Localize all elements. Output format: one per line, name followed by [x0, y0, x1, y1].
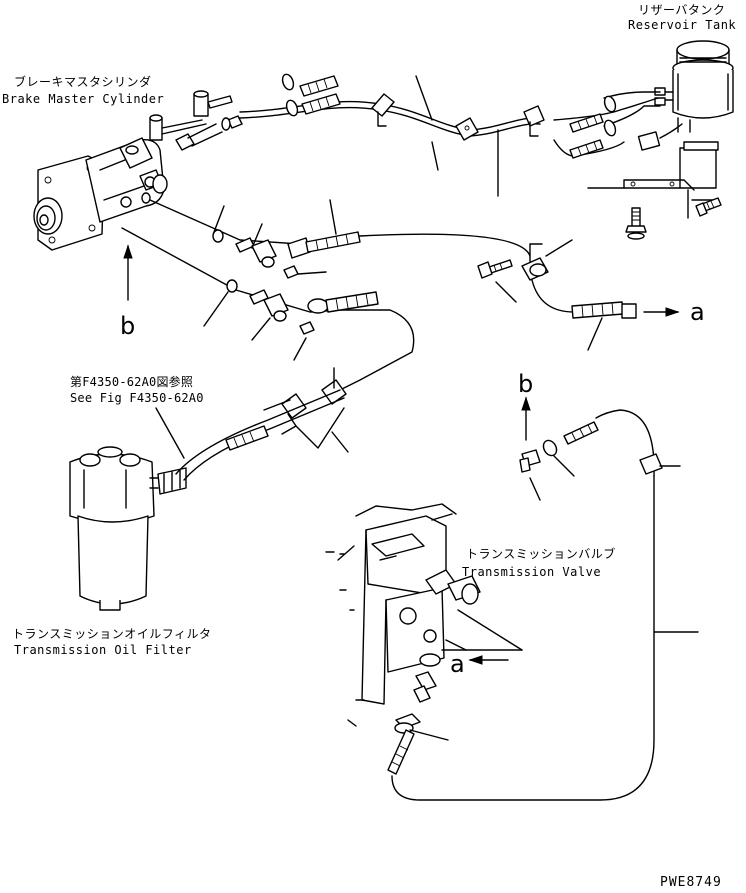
leader-elbow-lower [251, 317, 271, 341]
elbow-fitting-upper [235, 237, 277, 268]
brake-master-cylinder-label-jp: ブレーキマスタシリンダ [14, 75, 152, 89]
reservoir-tank-label-jp: リザーバタンク [638, 3, 726, 17]
ref-letter-a-valve: a [450, 650, 465, 678]
drawing-code: PWE8749 [660, 875, 722, 890]
reservoir-tank-label-en: Reservoir Tank [628, 18, 737, 32]
line-clip-3 [523, 105, 545, 137]
hose-assembly-lower [307, 291, 379, 314]
leader-o-ring-upper [213, 205, 225, 233]
plug-nut-lower [293, 321, 315, 361]
hose-segment-right-2 [569, 139, 604, 159]
hose-clamps [281, 73, 617, 137]
line-clip-1 [371, 93, 395, 127]
leader-elbow-upper [251, 223, 263, 249]
ref-letter-b-right: b [518, 370, 534, 398]
transmission-oil-filter [69, 446, 159, 611]
o-ring-upper [212, 229, 224, 243]
arrow-a-valve [468, 655, 509, 665]
reservoir-tank [637, 40, 734, 151]
leader-o-ring-lower [203, 291, 229, 327]
transmission-oil-filter-label-en: Transmission Oil Filter [14, 643, 192, 657]
brake-master-cylinder [33, 90, 243, 251]
leader-clip-lower-1 [263, 399, 291, 411]
hose-segment-right-1 [569, 113, 604, 133]
leader-valve-clamp [409, 729, 449, 741]
line-clamp-right [521, 239, 573, 281]
bracket-bolt-2 [695, 197, 722, 217]
hose-to-a [531, 279, 680, 351]
transmission-valve-label-jp: トランスミッションバルブ [466, 547, 616, 561]
leader-see-fig [155, 407, 185, 459]
master-cylinder-lines [121, 199, 531, 391]
return-hose [563, 421, 599, 445]
ref-letter-a-right: a [690, 298, 705, 326]
ref-letter-b-left: b [120, 312, 136, 340]
filter-inlet-line [157, 389, 345, 495]
arrow-b-up-right [521, 396, 531, 441]
line-clip-lower-1 [281, 393, 307, 435]
leader-clip-upper [415, 75, 433, 121]
transmission-valve-label-en: Transmission Valve [462, 565, 602, 579]
return-line [387, 409, 699, 801]
leader-valve-fitting [457, 609, 523, 651]
return-line-clip [639, 453, 681, 475]
arrow-b-up-left [123, 244, 133, 301]
hose-segment-upper-1 [299, 75, 339, 97]
bracket-bolt [625, 207, 647, 240]
o-ring-lower [226, 279, 238, 293]
hose-segment-upper-2 [301, 93, 341, 115]
reservoir-bracket [587, 141, 719, 219]
hose-assembly-upper [287, 199, 361, 259]
clip-bracket-brace [295, 407, 349, 453]
line-clip-2 [455, 117, 479, 141]
plug-nut-upper [283, 265, 327, 279]
leader-clip-lower [431, 141, 439, 171]
see-fig-label-en: See Fig F4350-62A0 [70, 391, 204, 405]
transmission-valve [325, 503, 481, 734]
elbow-fitting-lower [249, 289, 289, 322]
brake-master-cylinder-label-en: Brake Master Cylinder [2, 92, 165, 106]
return-elbow [519, 449, 541, 501]
return-clamp [542, 439, 575, 477]
see-fig-label-jp: 第F4350-62A0図参照 [70, 375, 194, 389]
clamp-bolt [477, 259, 517, 303]
transmission-oil-filter-label-jp: トランスミッションオイルフィルタ [12, 627, 212, 641]
